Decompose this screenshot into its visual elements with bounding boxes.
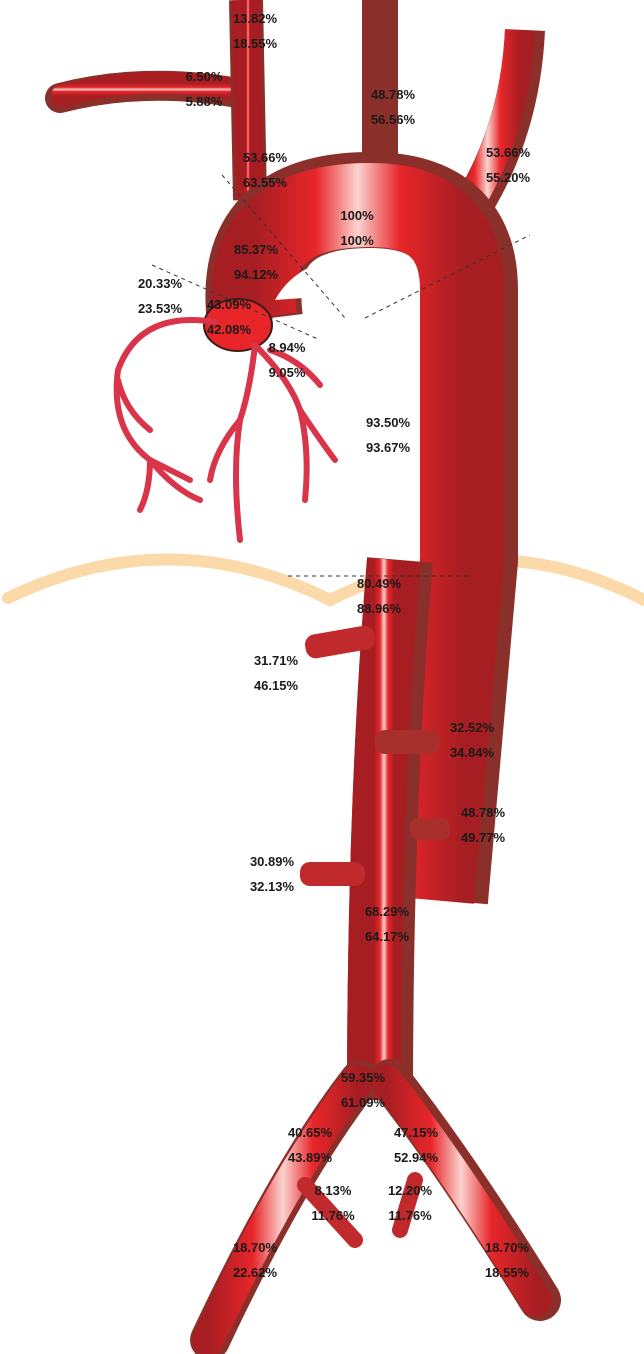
label-ascending-aorta: 85.37%94.12% xyxy=(234,237,278,287)
label-left-subclavian: 53.66%55.20% xyxy=(486,140,530,190)
label-descending-thoracic-aorta: 93.50%93.67% xyxy=(366,410,410,460)
label-aortic-arch: 100%100% xyxy=(340,203,373,253)
right-renal-stub xyxy=(300,862,365,886)
label-left-common-carotid: 48.78%56.56% xyxy=(371,82,415,132)
label-infrarenal-aorta: 68.29%64.17% xyxy=(365,899,409,949)
label-right-renal: 30.89%32.13% xyxy=(250,849,294,899)
label-right-common-iliac: 40.65%43.89% xyxy=(288,1120,332,1170)
label-left-coronary: 8.94%9.05% xyxy=(269,335,306,385)
label-celiac-trunk: 31.71%46.15% xyxy=(254,648,298,698)
label-left-external-iliac: 18.70%18.55% xyxy=(485,1235,529,1285)
label-brachiocephalic-trunk: 53.66%63.55% xyxy=(243,145,287,195)
label-aortic-bifurcation: 59.35%61.09% xyxy=(341,1065,385,1115)
label-aortic-root: 43.09%42.08% xyxy=(207,292,251,342)
label-right-common-carotid: 13.82%18.55% xyxy=(233,6,277,56)
label-superior-mesenteric: 32.52%34.84% xyxy=(450,715,494,765)
left-renal-stub xyxy=(410,818,450,840)
label-diaphragm-level: 80.49%88.96% xyxy=(357,571,401,621)
diaphragm-line xyxy=(8,559,644,600)
label-right-coronary: 20.33%23.53% xyxy=(138,271,182,321)
label-right-external-iliac: 18.70%22.62% xyxy=(233,1235,277,1285)
sma-stub xyxy=(375,730,440,754)
label-right-internal-iliac: 8.13%11.76% xyxy=(311,1178,354,1228)
label-left-renal: 48.78%49.77% xyxy=(461,800,505,850)
label-left-common-iliac: 47.15%52.94% xyxy=(394,1120,438,1170)
label-right-subclavian: 6.50%5.88% xyxy=(186,64,223,114)
label-left-internal-iliac: 12.20%11.76% xyxy=(388,1178,432,1228)
